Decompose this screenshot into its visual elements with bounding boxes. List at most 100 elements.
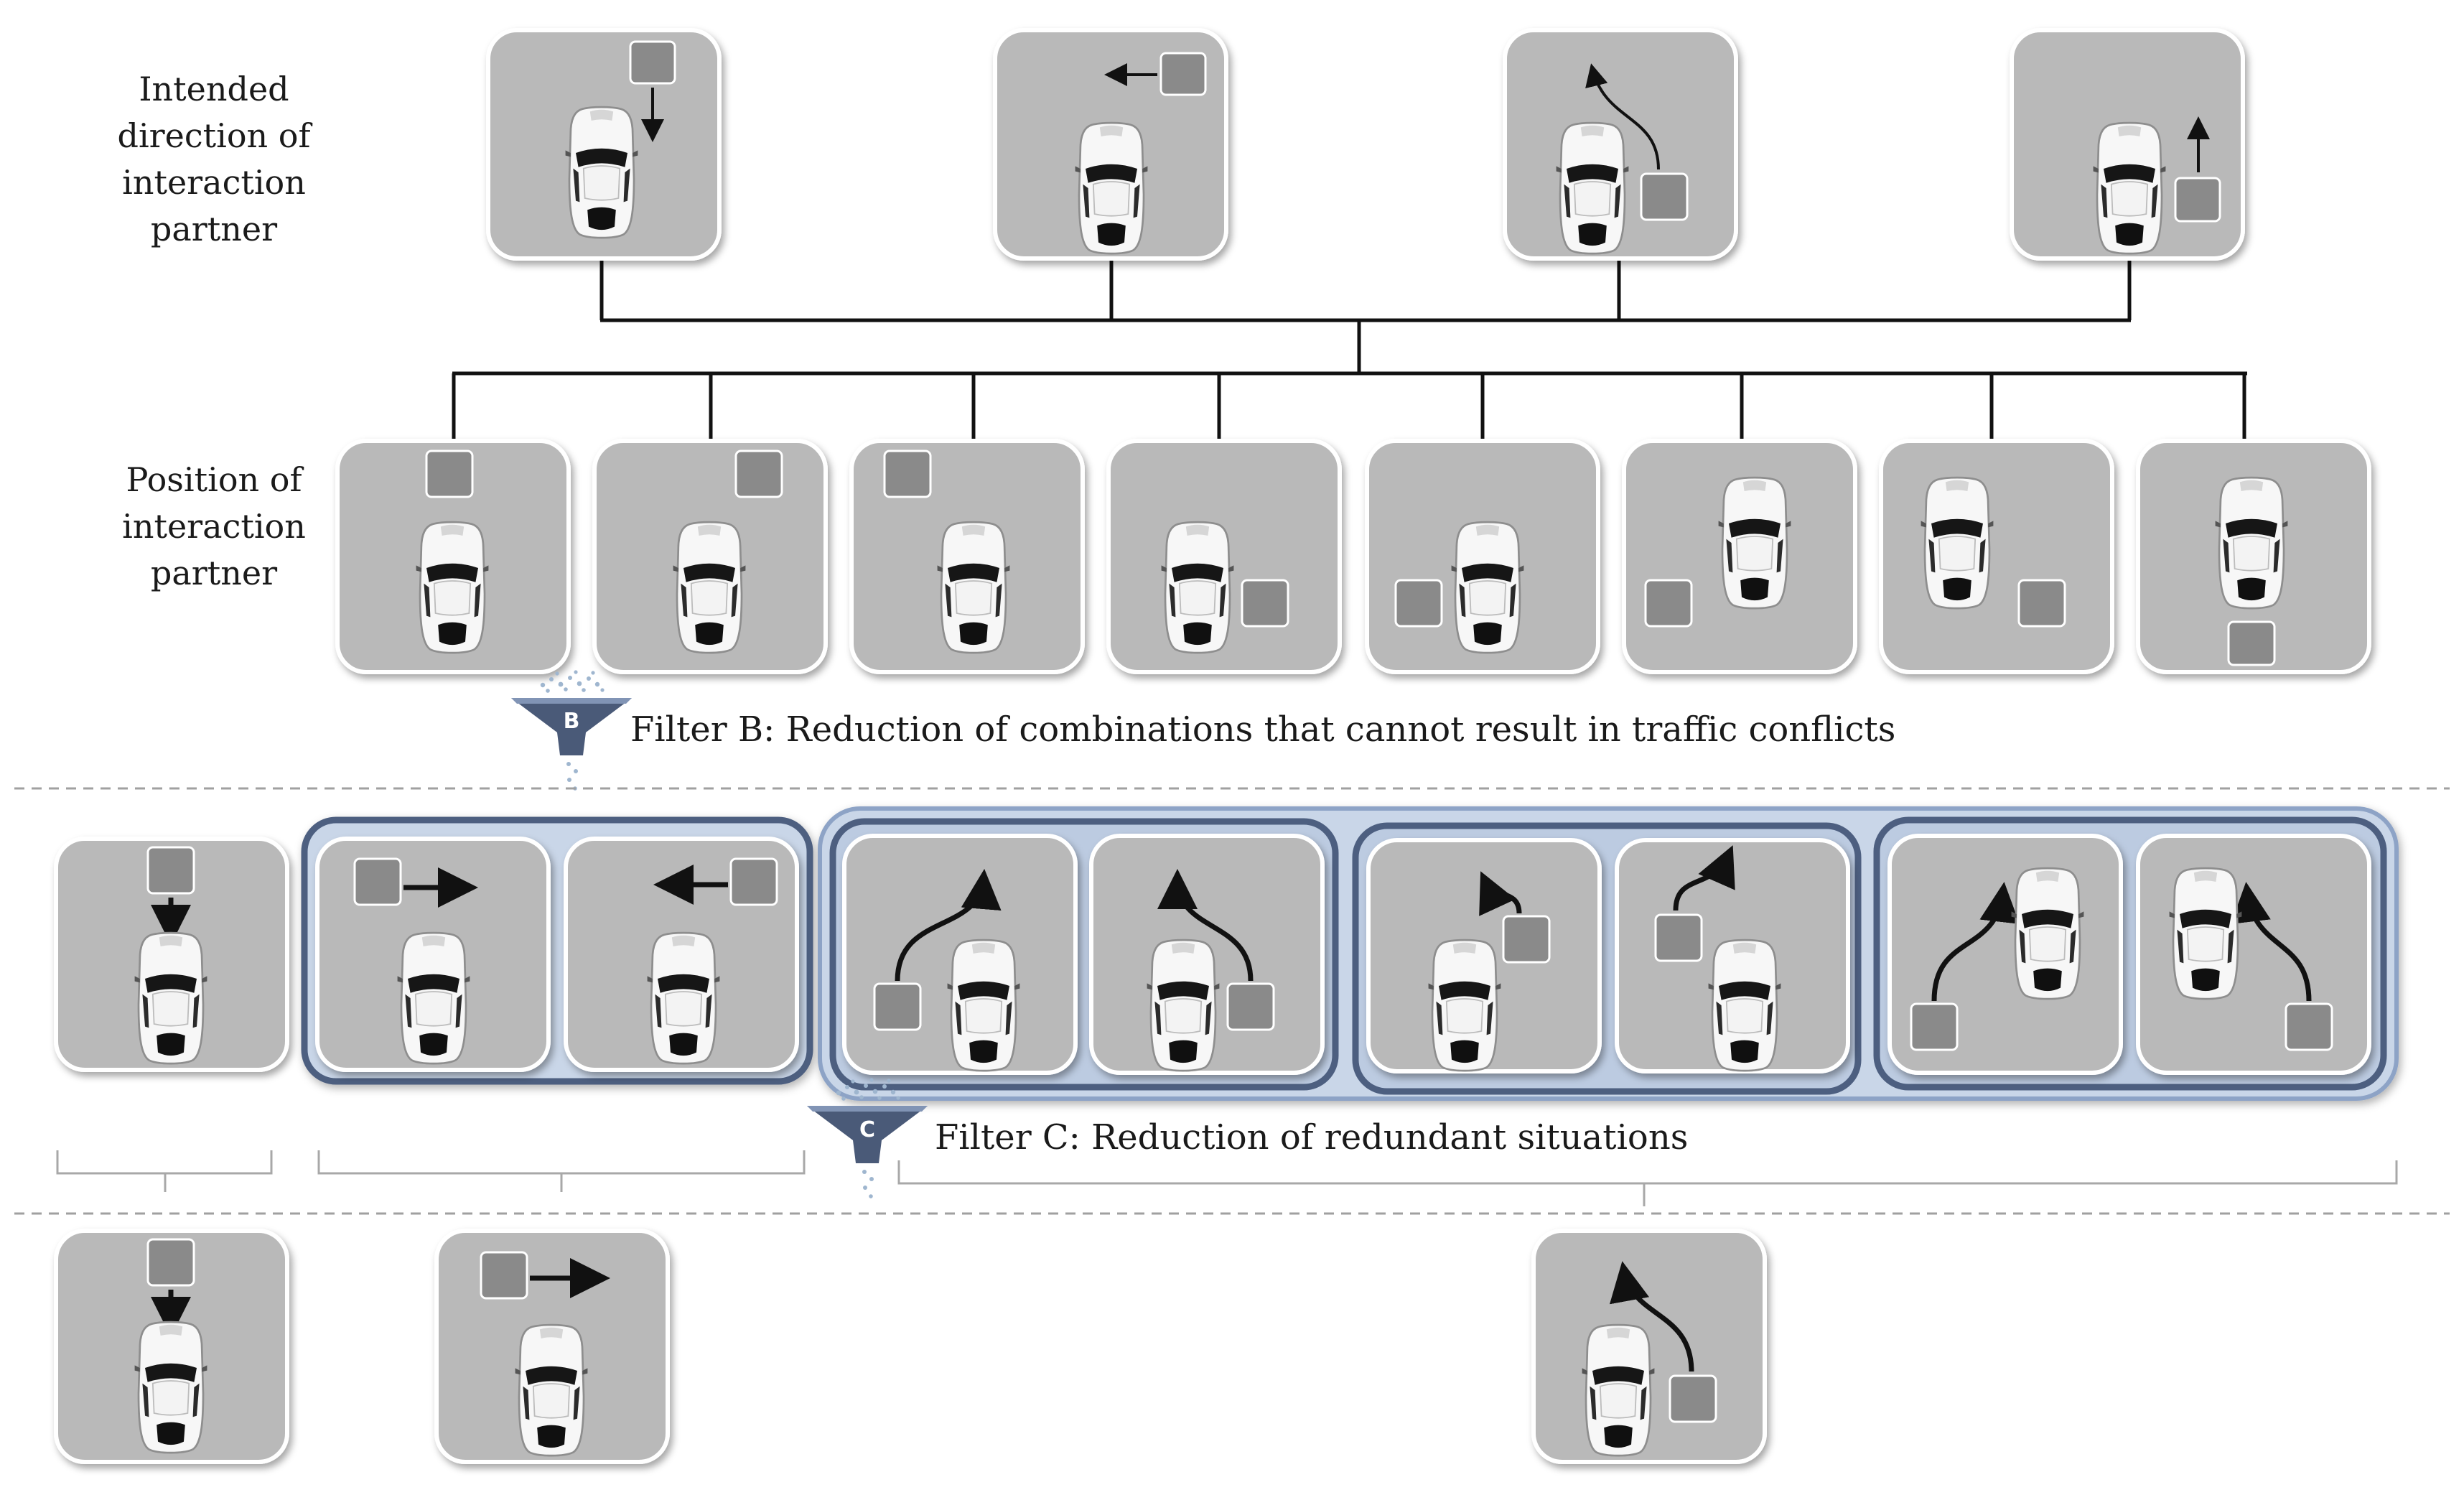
tile-position-front-right (592, 439, 828, 674)
row-label-line: interaction (122, 507, 306, 546)
tile-oncoming-front (54, 837, 289, 1072)
partner-box (1640, 172, 1689, 221)
row-label-line: Intended (139, 70, 289, 108)
partner-box (883, 450, 932, 498)
partner-box (353, 857, 402, 906)
tile-left-turn-across-left (842, 834, 1078, 1075)
funnel-icon: B (511, 670, 632, 791)
partner-box (2174, 177, 2221, 223)
ego-car (646, 931, 721, 1065)
direction-arrow (1673, 845, 1735, 911)
tile-position-front-left-far (849, 439, 1085, 674)
tree-connectors (452, 259, 2247, 441)
tile-position-front-left (335, 439, 571, 674)
funnel-icon: C (807, 1078, 928, 1198)
ego-car (1450, 521, 1525, 654)
partner-box (1654, 913, 1703, 962)
tile-position-rear-right-offset (1879, 439, 2114, 674)
tile-position-rear-left (1365, 439, 1600, 674)
ego-car (1074, 121, 1149, 255)
partner-box (1502, 915, 1551, 964)
direction-arrow (895, 869, 1002, 982)
filter-b-label: Filter B: Reduction of combinations that… (630, 709, 1895, 750)
tile-left-turn-across-right (1089, 834, 1325, 1075)
ego-car (134, 1321, 208, 1454)
braces (56, 1150, 2398, 1206)
partner-box (1910, 1002, 1959, 1051)
row-label-intended-direction: Intended direction of interaction partne… (118, 70, 313, 248)
ego-car (1707, 939, 1782, 1072)
partner-box (1669, 1374, 1717, 1423)
ego-car (514, 1323, 589, 1457)
ego-car (946, 939, 1021, 1072)
partner-box (146, 1238, 195, 1287)
partner-box (480, 1251, 528, 1300)
direction-arrow (1585, 63, 1660, 170)
tile-position-behind (2136, 439, 2371, 674)
filter-c: C Filter C: Reduction of redundant situa… (807, 1078, 1688, 1198)
partner-box (729, 857, 778, 906)
ego-car (2092, 121, 2167, 255)
ego-car (1146, 939, 1221, 1072)
filter-c-label: Filter C: Reduction of redundant situati… (935, 1117, 1688, 1158)
tile-overtaking-right (2136, 834, 2371, 1075)
row-label-line: partner (151, 210, 277, 248)
ego-car (2010, 867, 2085, 1000)
ego-car (672, 521, 747, 654)
partner-box (1241, 579, 1289, 628)
partner-box (734, 450, 783, 498)
tile-short-turn-right (1366, 838, 1602, 1073)
partner-box (1644, 579, 1693, 628)
partner-box (146, 846, 195, 895)
direction-arrow (1931, 882, 2020, 1002)
tile-crossing-right-to-left (564, 837, 799, 1072)
ego-car (1581, 1323, 1656, 1457)
ego-car (2214, 476, 2289, 610)
funnel-letter: C (859, 1117, 875, 1142)
ego-car (1427, 939, 1502, 1072)
tile-crossing-left-to-right (315, 837, 551, 1072)
direction-arrow (1157, 869, 1254, 982)
partner-box (1394, 579, 1443, 628)
ego-car (1160, 521, 1235, 654)
partner-box (2285, 1002, 2333, 1051)
tile-direction-turn-across (1503, 28, 1738, 261)
row-label-line: direction of (118, 116, 313, 155)
tile-overtaking-left (1887, 834, 2123, 1075)
tile-direction-right (993, 28, 1228, 261)
ego-car (1717, 476, 1792, 610)
ego-car (134, 931, 208, 1065)
row-label-line: Position of (126, 460, 304, 499)
row-label-line: partner (151, 554, 277, 592)
brace-oncoming (56, 1150, 273, 1192)
ego-car (396, 931, 471, 1065)
row-label-position: Position of interaction partner (122, 460, 306, 592)
result-tile-crossing (434, 1229, 670, 1464)
ego-car (564, 106, 639, 239)
funnel-letter: B (564, 709, 580, 734)
row-label-line: interaction (122, 163, 306, 202)
tile-position-rear-right (1106, 439, 1342, 674)
ego-car (1920, 476, 1994, 610)
direction-arrow (1479, 871, 1522, 916)
partner-box (425, 450, 474, 498)
result-tile-turn-across (1531, 1229, 1767, 1464)
brace-crossing (317, 1150, 806, 1192)
brace-turn-across (897, 1160, 2398, 1206)
tile-short-turn-left (1615, 838, 1850, 1073)
direction-arrow (1610, 1261, 1694, 1372)
partner-box (1159, 52, 1207, 96)
partner-box (873, 982, 922, 1031)
tile-direction-front (486, 28, 722, 261)
partner-box (629, 40, 676, 85)
ego-car (1555, 121, 1630, 255)
partner-box (1226, 982, 1275, 1031)
direction-arrow (2231, 882, 2312, 1002)
ego-car (2168, 867, 2243, 1000)
partner-box (2017, 579, 2066, 628)
ego-car (936, 521, 1011, 654)
partner-box (2227, 620, 2276, 666)
tile-position-rear-left-offset (1622, 439, 1857, 674)
filter-b: B Filter B: Reduction of combinations th… (511, 670, 1895, 791)
